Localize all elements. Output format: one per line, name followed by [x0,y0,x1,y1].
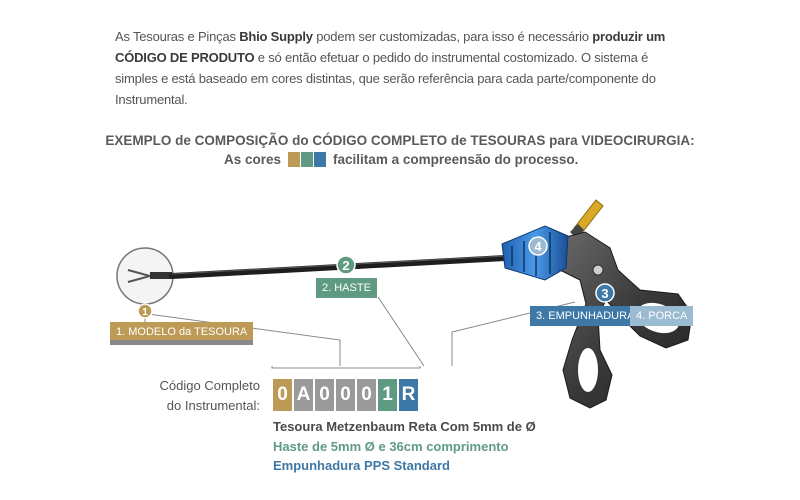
label-porca: 4. PORCA [630,306,694,326]
code-label-line2: do Instrumental: [166,398,260,413]
intro-text-2: podem ser customizadas, para isso é nece… [312,29,593,44]
code-char: 0 [336,379,355,411]
badge-4: 4 [528,236,548,256]
code-char: R [399,379,418,411]
color-swatches [288,152,327,167]
finger-ring-lower [578,348,598,392]
subtitle-before: As cores [224,152,282,167]
code-char: 0 [273,379,292,411]
code-char: 0 [315,379,334,411]
leader-haste [377,296,425,367]
intro-bold-product-code: produzir um CÓDIGO DE PRODUTO [115,29,666,65]
badge-2-num: 2 [342,258,349,273]
brand-name: Bhio Supply [239,29,313,44]
subtitle-after: facilitam a compreensão do processo. [333,152,579,167]
swatch-blue [314,152,327,167]
code-label-line1: Código Completo [159,378,260,393]
badge-3-num: 3 [601,286,608,301]
code-char: 1 [378,379,397,411]
intro-text-1: As Tesouras e Pinças [115,29,240,44]
example-subtitle: As cores facilitam a compreensão do proc… [224,152,578,167]
code-label: Código Completo do Instrumental: [140,376,260,416]
desc-haste: Haste de 5mm Ø e 36cm comprimento [273,439,509,454]
code-char: 0 [357,379,376,411]
label-empunhadura: 3. EMPUNHADURA [530,306,641,326]
badge-2: 2 [336,255,356,275]
electrode-pin [570,199,604,238]
handle-screw [592,264,604,276]
swatch-gold [288,152,301,167]
badge-1-num: 1 [142,307,148,318]
swatch-green [301,152,314,167]
desc-model: Tesoura Metzenbaum Reta Com 5mm de Ø [273,419,536,434]
badge-1: 1 [137,303,153,319]
code-char: A [294,379,313,411]
intro-text-3: e só então efetuar o pedido do instrumen… [115,50,656,107]
bracket-model [271,366,421,369]
example-title: EXEMPLO de COMPOSIÇÃO do CÓDIGO COMPLETO… [105,133,695,148]
badge-4-num: 4 [534,239,542,254]
label-modelo-tesoura: 1. MODELO da TESOURA [110,322,254,345]
label-haste: 2. HASTE [316,278,377,298]
scissor-tip-magnifier [116,247,174,305]
badge-3: 3 [595,283,615,303]
intro-paragraph: As Tesouras e Pinças Bhio Supply podem s… [115,26,690,110]
desc-empunhadura: Empunhadura PPS Standard [273,458,450,473]
